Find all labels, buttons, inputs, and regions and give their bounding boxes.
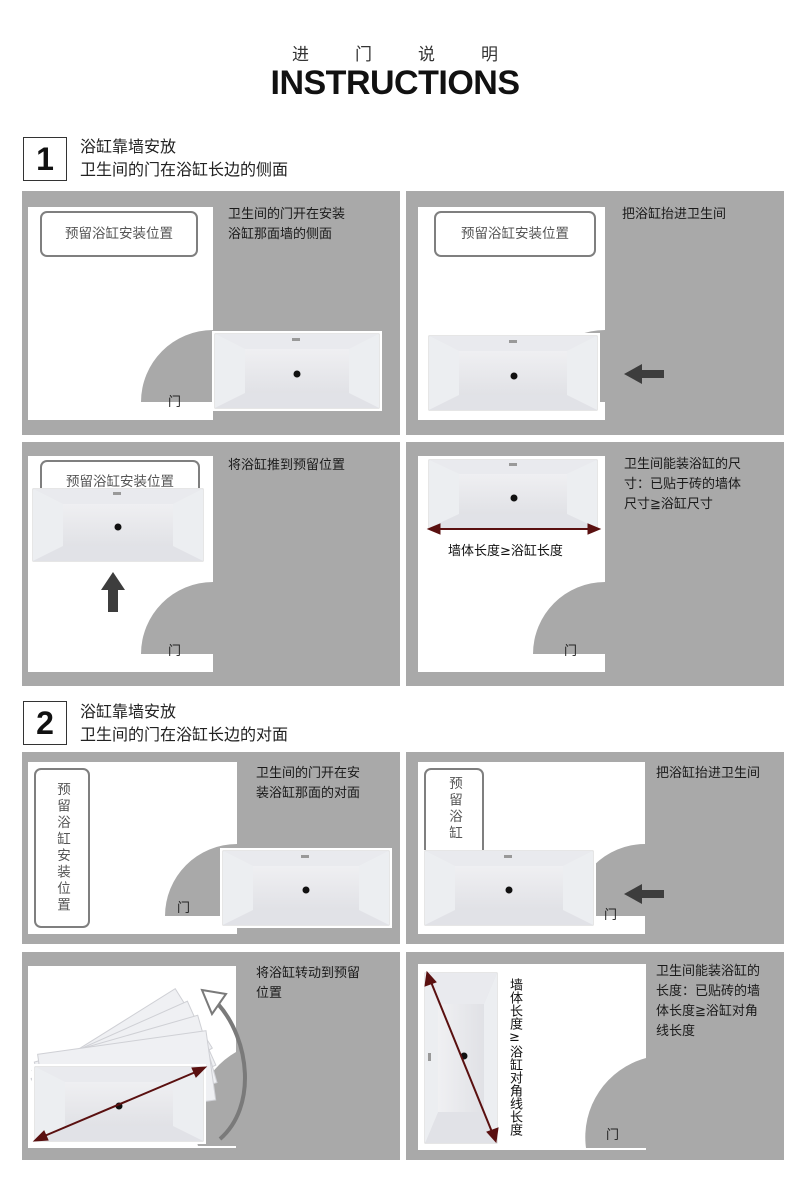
step-panel-2-4: 墙体长度≥浴缸对角线长度 门 卫生间能装浴缸的 长度：已贴砖的墙 体长度≧浴缸对… (406, 952, 784, 1160)
step-panel-2-1: 预留浴缸安装位置 门 卫生间的门开在安 装浴缸那面的对面 (22, 752, 400, 944)
dimension-line (426, 523, 602, 535)
floor-plan (418, 964, 646, 1150)
step-panel-2-2: 预留浴缸 门 把浴缸抬进卫生间 (406, 752, 784, 944)
section-1-line1: 浴缸靠墙安放 (80, 137, 177, 156)
step-panel-1-2: 预留浴缸安装位置 把浴缸抬进卫生间 (406, 191, 784, 435)
step-text: 把浴缸抬进卫生间 (622, 207, 727, 222)
section-1-number: 1 (23, 137, 67, 181)
arrow-left-icon (624, 364, 664, 384)
bathtub (422, 848, 596, 928)
page-title-cn: 进门说明 (292, 45, 544, 65)
door-swing (141, 330, 213, 402)
floor-plan (418, 762, 664, 934)
reserved-area-label: 预留浴缸安装位置 (40, 460, 200, 488)
step-text: 卫生间的门开在安装 浴缸那面墙的侧面 (228, 207, 346, 242)
section-2-line1: 浴缸靠墙安放 (80, 702, 177, 721)
section-2-number: 2 (23, 701, 67, 745)
arrow-left-icon (624, 884, 664, 904)
step-text: 将浴缸推到预留位置 (228, 458, 346, 473)
bathtub (426, 333, 600, 413)
reserved-area-label: 预留浴缸安装位置 (434, 211, 596, 257)
section-1-heading: 浴缸靠墙安放 卫生间的门在浴缸长边的侧面 (80, 135, 288, 181)
dimension-line (424, 970, 499, 1144)
door-label: 门 (168, 644, 182, 659)
bathtub (426, 458, 600, 530)
floor-plan (28, 762, 392, 934)
door-label: 门 (564, 644, 578, 659)
bathtub (220, 848, 392, 928)
arrow-up-icon (101, 572, 125, 612)
reserved-area-label: 预留浴缸安装位置 (34, 768, 90, 928)
dimension-label: 墙体长度≥浴缸长度 (448, 544, 563, 559)
rotate-arrow-icon (216, 1002, 247, 1141)
step-panel-1-3: 预留浴缸安装位置 门 将浴缸推到预留位置 (22, 442, 400, 686)
section-1-line2: 卫生间的门在浴缸长边的侧面 (80, 160, 289, 179)
door-label: 门 (604, 908, 618, 923)
bathtub (212, 331, 382, 411)
section-2-heading: 浴缸靠墙安放 卫生间的门在浴缸长边的对面 (80, 700, 288, 746)
floor-plan (28, 966, 247, 1148)
step-panel-2-3: 将浴缸转动到预留 位置 (22, 952, 400, 1160)
door-label: 门 (168, 395, 182, 410)
step-text: 卫生间的门开在安 装浴缸那面的对面 (256, 766, 361, 801)
floor-plan (418, 207, 664, 420)
step-text: 卫生间能装浴缸的 长度：已贴砖的墙 体长度≧浴缸对角 线长度 (656, 964, 761, 1039)
page-title-en: INSTRUCTIONS (270, 64, 521, 102)
step-text: 卫生间能装浴缸的尺 寸：已贴于砖的墙体 尺寸≧浴缸尺寸 (624, 457, 742, 512)
dimension-label: 墙体长度≥浴缸对角线长度 (507, 978, 522, 1136)
door-label: 门 (177, 901, 191, 916)
reserved-area-label: 预留浴缸安装位置 (40, 211, 198, 257)
bathtub (30, 486, 206, 564)
section-2-line2: 卫生间的门在浴缸长边的对面 (80, 725, 289, 744)
door-label: 门 (606, 1128, 620, 1143)
step-panel-1-1: 预留浴缸安装位置 门 卫生间的门开在安装 浴缸那面墙的侧面 (22, 191, 400, 435)
floor-plan (28, 207, 382, 420)
dimension-line (32, 1066, 208, 1142)
floor-plan (28, 456, 213, 672)
floor-plan (418, 456, 605, 672)
step-panel-1-4: 墙体长度≥浴缸长度 门 卫生间能装浴缸的尺 寸：已贴于砖的墙体 尺寸≧浴缸尺寸 (406, 442, 784, 686)
step-text: 把浴缸抬进卫生间 (656, 766, 761, 781)
reserved-area-label: 预留浴缸 (424, 768, 484, 850)
step-text: 将浴缸转动到预留 位置 (256, 966, 361, 1001)
